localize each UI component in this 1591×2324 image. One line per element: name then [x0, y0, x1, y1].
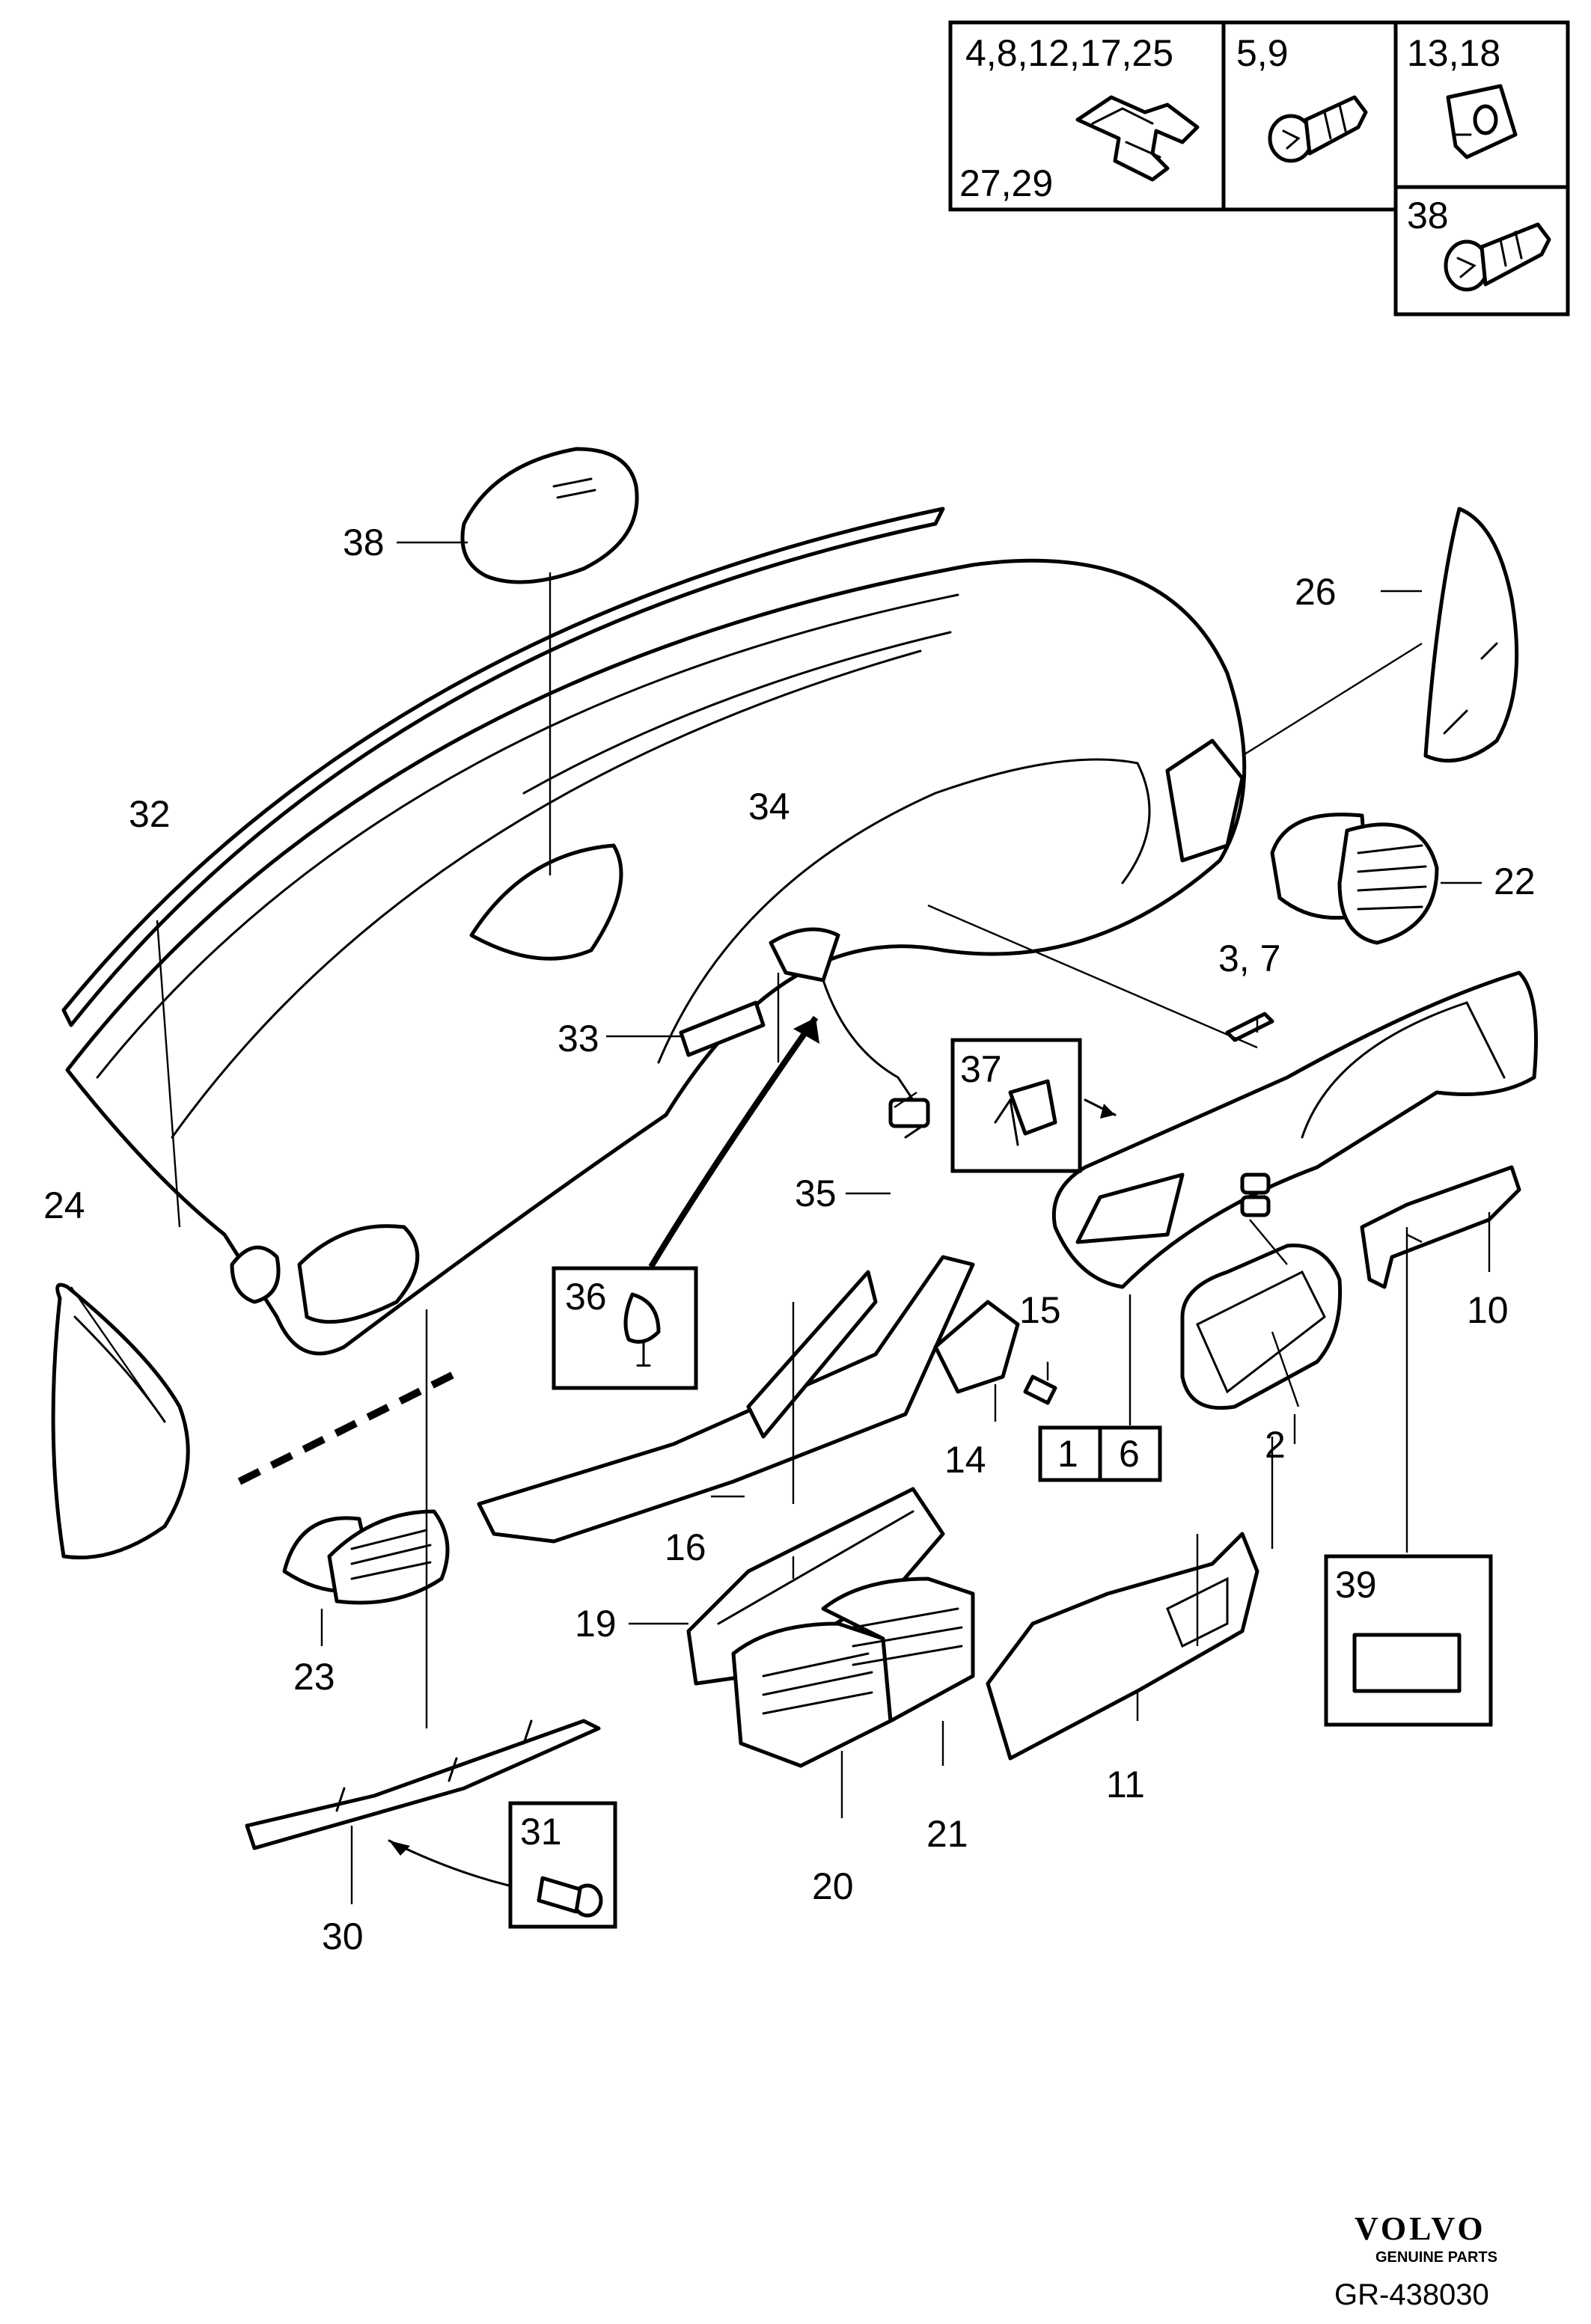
torx-screw-icon: [1268, 95, 1368, 163]
console-trim-panel: [986, 1532, 1259, 1761]
callout-26: 26: [1295, 571, 1337, 613]
callout-36: 36: [565, 1276, 607, 1318]
callout-32: 32: [129, 793, 171, 835]
spring-clip-icon: [994, 1079, 1057, 1146]
label-icon: [1352, 1633, 1462, 1693]
leader-lines: [70, 541, 1491, 1904]
clip-detail-box: 37: [950, 1038, 1117, 1173]
screw-detail-box: 31: [388, 1801, 617, 1929]
callout-6: 6: [1119, 1433, 1140, 1475]
frame-gasket: [1180, 1244, 1343, 1410]
callout-24: 24: [43, 1184, 85, 1226]
dashboard-panel: [61, 507, 1247, 1356]
callout-15: 15: [1019, 1289, 1061, 1331]
clip-box-label: 4,8,12,17,25: [965, 32, 1173, 74]
callout-34: 34: [748, 786, 790, 828]
callout-14: 14: [944, 1439, 986, 1481]
callout-16: 16: [665, 1526, 706, 1568]
air-duct: [686, 1487, 945, 1686]
speaker-cover: [460, 447, 639, 584]
callout-23: 23: [293, 1656, 335, 1698]
callout-21: 21: [926, 1813, 968, 1855]
callout-38: 38: [343, 522, 385, 563]
hose-clip-icon: [623, 1292, 661, 1367]
screw38-box-label: 38: [1407, 195, 1449, 236]
callout-20: 20: [812, 1865, 854, 1907]
side-end-panel-right: [1423, 507, 1519, 763]
side-end-panel-left: [51, 1282, 190, 1560]
diagram-reference: GR-438030: [1334, 2278, 1489, 2311]
air-vent-left: [282, 1509, 450, 1605]
callout-31: 31: [520, 1811, 562, 1853]
callout-3-7: 3, 7: [1218, 938, 1280, 979]
speed-nut-icon: [1446, 84, 1518, 159]
center-support: [477, 1255, 975, 1544]
callout-1: 1: [1057, 1433, 1078, 1475]
connector: [888, 1098, 930, 1128]
torx-screw-icon: [1444, 222, 1551, 292]
callout-19: 19: [575, 1603, 617, 1645]
callout-37: 37: [960, 1048, 1002, 1090]
screw-box-label: 5,9: [1236, 32, 1289, 74]
callout-39: 39: [1335, 1564, 1377, 1606]
nut-box-label: 13,18: [1407, 32, 1500, 74]
support-bracket: [933, 1300, 1057, 1405]
instrument-cluster-panel: [1051, 970, 1538, 1289]
center-air-vent-right: [821, 1577, 975, 1723]
callout-2: 2: [1265, 1424, 1286, 1466]
footer: VOLVO GENUINE PARTS GR-438030: [1334, 2210, 1497, 2311]
callout-30: 30: [322, 1915, 364, 1957]
label-detail-box: 39: [1324, 1554, 1493, 1727]
clip-box-label-2: 27,29: [959, 162, 1053, 204]
callout-10: 10: [1467, 1289, 1509, 1331]
callout-22: 22: [1494, 860, 1536, 902]
callout-35: 35: [795, 1172, 837, 1214]
bracket-right: [1360, 1165, 1521, 1289]
callout-labels: 38 32 34 33 35 26 22 3, 7 24 15 14 2 10 …: [43, 522, 1536, 1957]
air-vent-right: [1270, 813, 1439, 945]
trim-strip: [245, 1719, 601, 1850]
dashed-separator: [237, 1366, 466, 1485]
torx-screw-icon: [537, 1876, 603, 1918]
clip-detail-box: 36: [552, 1015, 819, 1390]
glovebox-bracket: [679, 927, 930, 1139]
fastener-legend: 4,8,12,17,25 27,29 5,9 13,18 38: [948, 20, 1570, 317]
clip-icon: [1075, 95, 1200, 182]
callout-33: 33: [558, 1018, 599, 1059]
center-air-vent-left: [731, 1621, 893, 1768]
clamp: [1225, 1012, 1274, 1042]
brand-subtitle: GENUINE PARTS: [1375, 2249, 1497, 2266]
part-pair-box: 1 6: [1038, 1425, 1162, 1482]
callout-11: 11: [1106, 1764, 1145, 1805]
brand-logo: VOLVO: [1355, 2210, 1486, 2247]
